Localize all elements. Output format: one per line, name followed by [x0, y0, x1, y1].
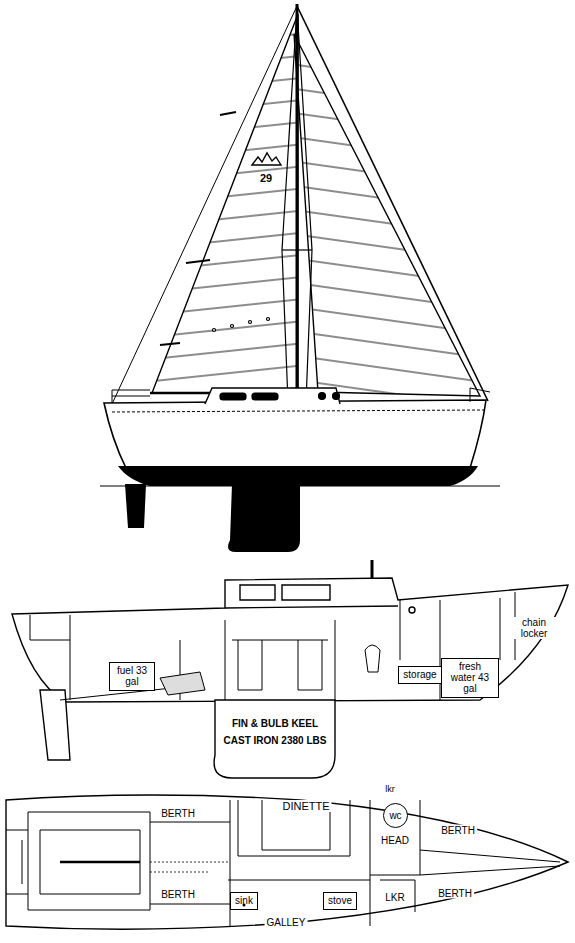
sink-box: sink [230, 892, 258, 910]
node-text: stove [327, 895, 353, 906]
galley-label: GALLEY [265, 917, 308, 928]
node-text: fresh water 43 gal [446, 661, 494, 694]
locker-label: lkr [383, 785, 397, 795]
chain-locker-label: chain locker [512, 617, 556, 639]
accommodation-plan [6, 795, 568, 929]
berth-label: BERTH [159, 808, 197, 819]
berth-label: BERTH [439, 825, 477, 836]
keel-label: CAST IRON 2380 LBS [222, 735, 329, 746]
node-text: wc [389, 810, 401, 821]
node-text: storage [402, 669, 438, 680]
fuel-tank-box: fuel 33 gal [109, 662, 155, 691]
stove-box: stove [323, 892, 357, 910]
head-label: HEAD [379, 835, 411, 846]
locker-label: LKR [383, 892, 406, 903]
node-text: fuel 33 gal [114, 665, 150, 687]
inboard-profile [12, 560, 568, 778]
sail-number: 29 [258, 172, 274, 184]
berth-label: BERTH [159, 889, 197, 900]
water-tank-box: fresh water 43 gal [441, 658, 499, 698]
storage-box: storage [398, 666, 442, 684]
wc-circle: wc [383, 803, 408, 828]
node-text: sink [234, 895, 254, 906]
dinette-label: DINETTE [280, 800, 331, 812]
berth-label: BERTH [436, 888, 474, 899]
keel-label: FIN & BULB KEEL [230, 718, 320, 729]
sail-plan [100, 4, 500, 552]
